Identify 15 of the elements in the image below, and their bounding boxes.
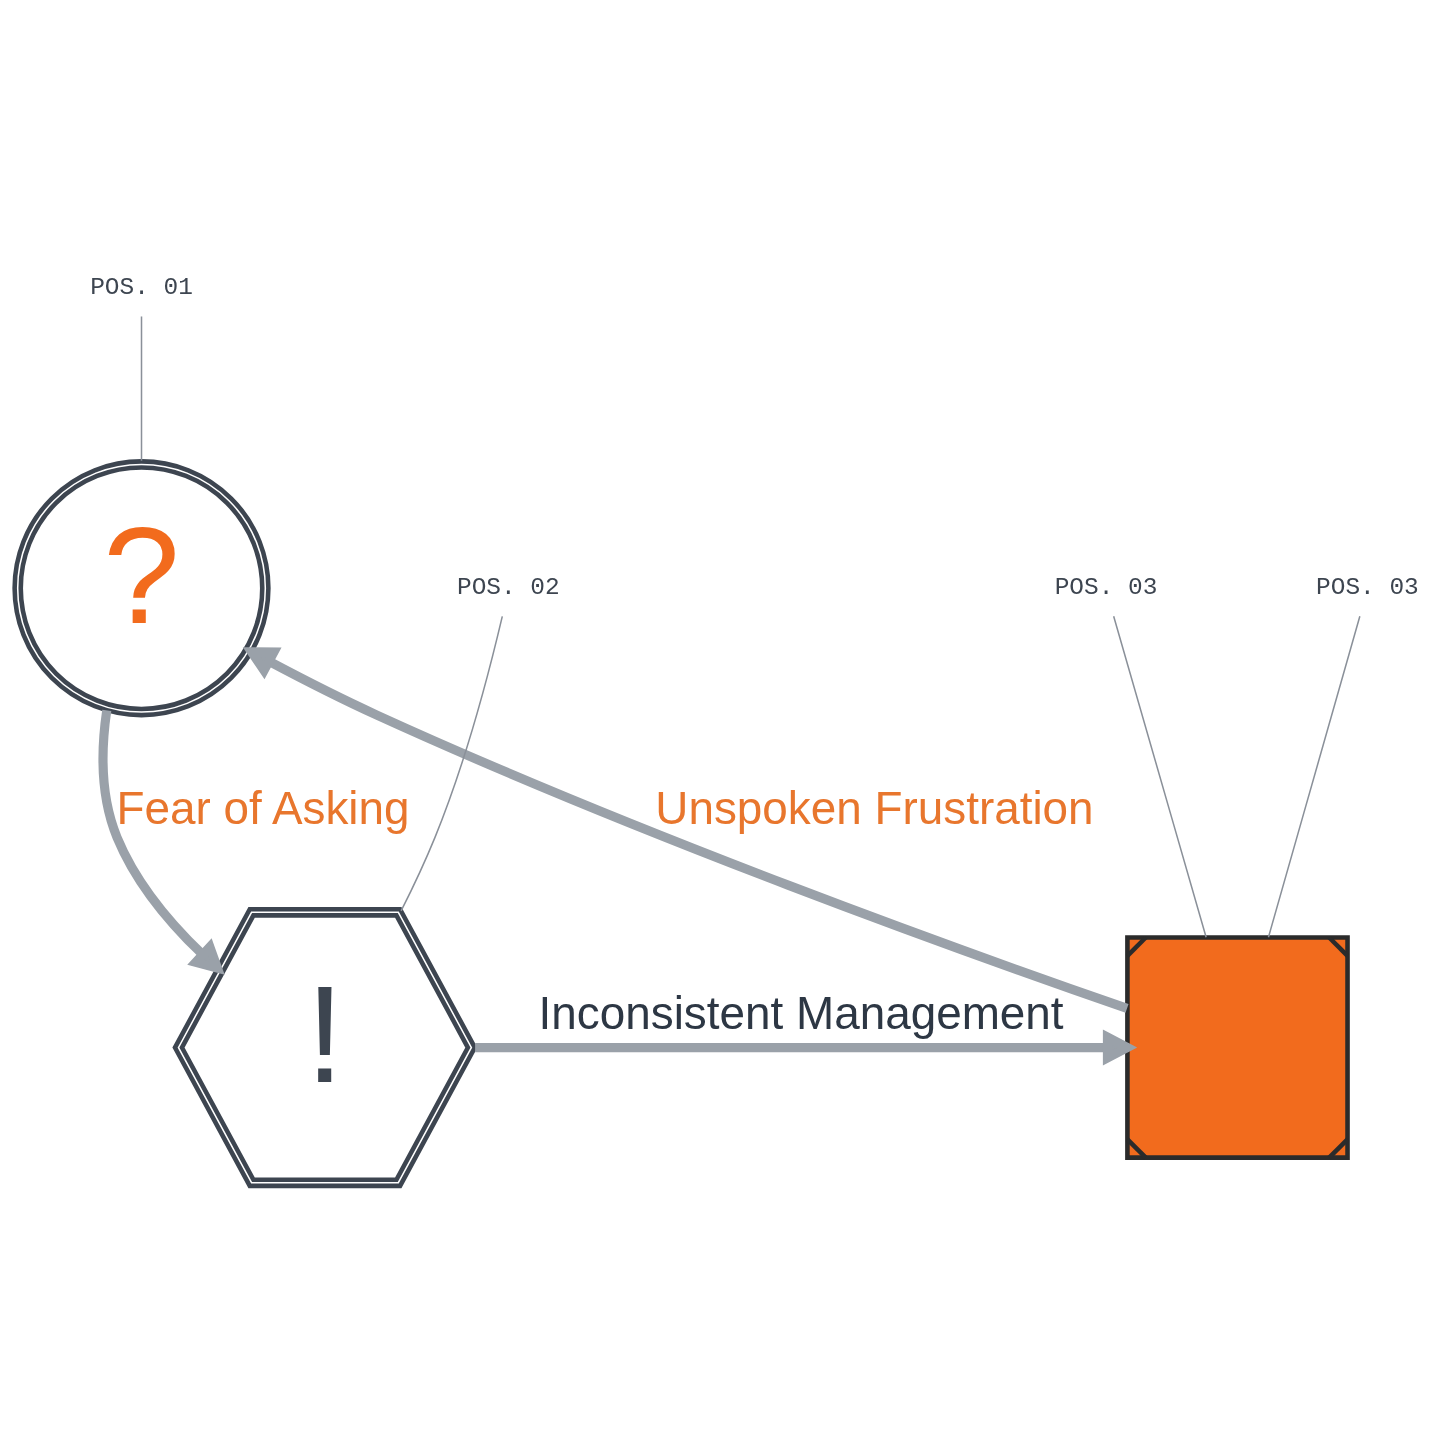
connector bbox=[140, 315, 143, 462]
node-circle: ? bbox=[12, 459, 271, 718]
arrow bbox=[98, 709, 225, 975]
edge-label: Inconsistent Management bbox=[538, 987, 1064, 1040]
connector bbox=[1267, 615, 1361, 938]
node-text: POS. 01 bbox=[90, 274, 193, 302]
arrow bbox=[475, 1029, 1138, 1066]
arrow bbox=[242, 647, 1129, 1013]
connector bbox=[1112, 615, 1207, 938]
node-text: POS. 02 bbox=[457, 574, 560, 602]
node-text: POS. 03 bbox=[1054, 574, 1158, 602]
edge-label: Fear of Asking bbox=[116, 781, 410, 834]
edge-label: Unspoken Frustration bbox=[655, 781, 1094, 834]
node-text: POS. 03 bbox=[1316, 574, 1419, 602]
connector bbox=[400, 615, 504, 912]
